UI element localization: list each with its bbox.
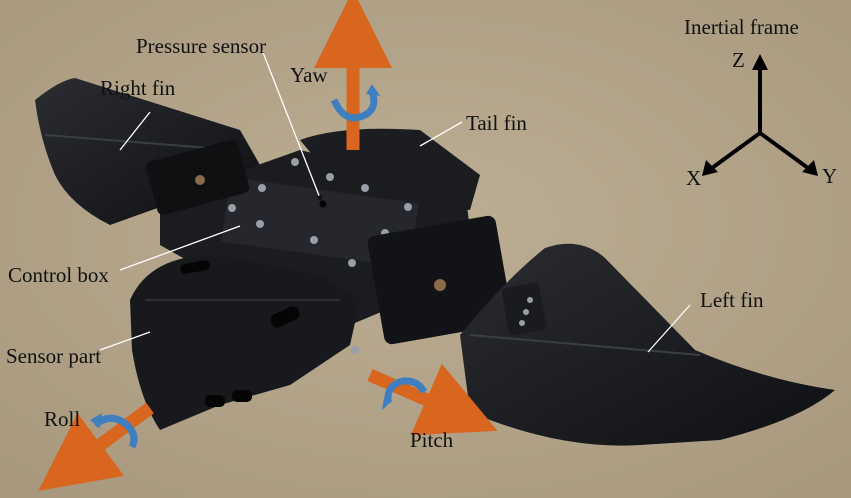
inertial-frame-axes — [710, 66, 810, 170]
tail-fin-label: Tail fin — [466, 111, 527, 135]
axis-z-label: Z — [732, 48, 745, 72]
tail-fin-leader — [419, 121, 463, 147]
pressure-sensor-leader — [261, 49, 323, 202]
left-fin-label: Left fin — [700, 288, 764, 312]
pitch-rotation-arrow — [384, 377, 428, 404]
axis-y-label: Y — [822, 164, 838, 188]
pitch-label: Pitch — [410, 428, 454, 452]
roll-rotation-arrow — [92, 414, 138, 449]
sensor-part-label: Sensor part — [6, 344, 102, 368]
yaw-label: Yaw — [290, 63, 328, 87]
right-fin-label: Right fin — [100, 76, 176, 100]
left-fin-leader — [647, 304, 691, 353]
pressure-sensor-label: Pressure sensor — [136, 34, 267, 58]
axis-x-label: X — [686, 166, 702, 190]
roll-label: Roll — [44, 407, 81, 431]
sensor-part-shape — [130, 255, 360, 430]
pitch-axis-arrow — [367, 363, 498, 436]
yaw-rotation-arrow — [330, 90, 378, 122]
roll-axis-arrow — [38, 402, 154, 492]
sensor-part-leader — [99, 331, 151, 351]
screws — [228, 158, 414, 354]
right-fin-leader — [119, 111, 151, 151]
inertial-frame-title: Inertial frame — [684, 15, 799, 39]
control-box-label: Control box — [8, 263, 109, 287]
left-fin — [460, 243, 835, 446]
control-box-leader — [119, 225, 241, 271]
pressure-sensor-port — [319, 200, 327, 208]
